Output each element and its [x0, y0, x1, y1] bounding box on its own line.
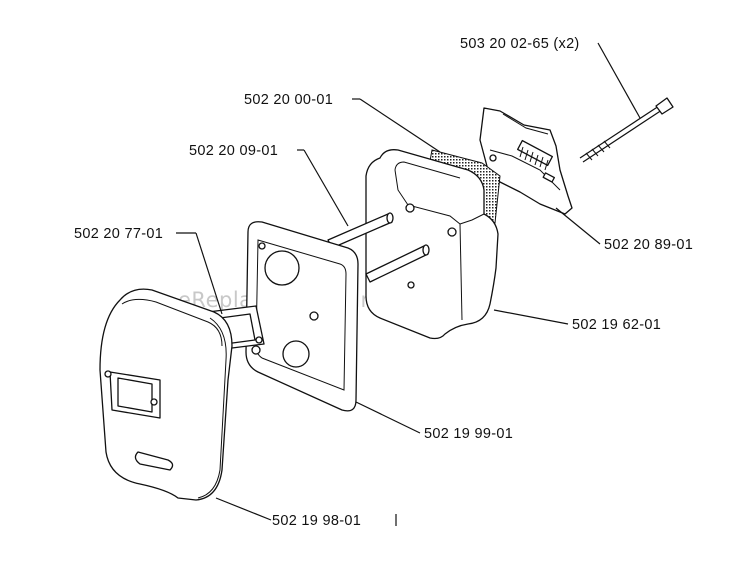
- muffler-body-part: [365, 149, 499, 340]
- label-studs: 502 20 09-01: [189, 143, 278, 159]
- label-plate: 502 19 99-01: [424, 426, 513, 442]
- label-heat-shield: 502 20 89-01: [604, 237, 693, 253]
- label-gasket: 502 20 77-01: [74, 226, 163, 242]
- leader-lines: [176, 42, 641, 526]
- muffler-cover-part: [99, 288, 233, 501]
- label-screen: 502 20 00-01: [244, 92, 333, 108]
- label-bolt: 503 20 02-65 (x2): [460, 36, 580, 52]
- bolt-part: [579, 97, 674, 163]
- plate-part: [245, 221, 359, 412]
- label-muffler-body: 502 19 62-01: [572, 317, 661, 333]
- label-muffler-cover: 502 19 98-01: [272, 513, 361, 529]
